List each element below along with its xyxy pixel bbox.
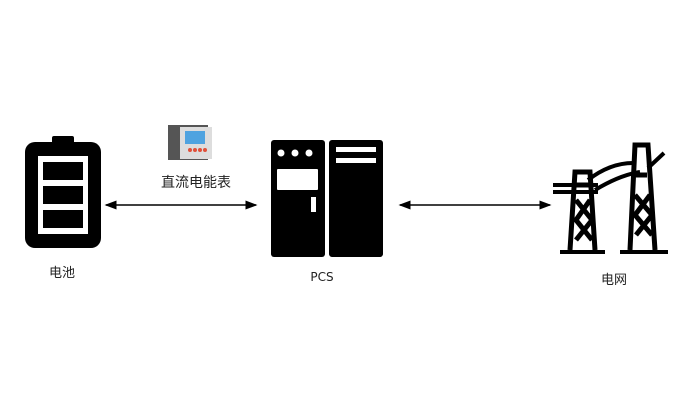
meter-label: 直流电能表 [161,175,231,191]
power-tower-icon [553,142,668,254]
grid-label: 电网 [600,273,628,288]
pcs-cabinet-icon [271,140,383,257]
battery-label: 电池 [48,266,76,281]
battery-icon [25,136,101,248]
pcs-label: PCS [310,270,334,284]
meter-icon [168,125,212,160]
